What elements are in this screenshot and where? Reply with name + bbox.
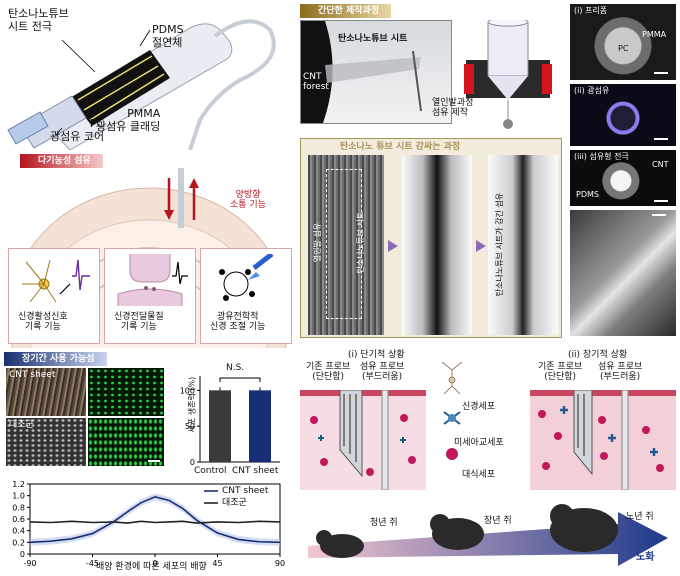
fiber-electrode-label: (iii) 섬유형 전극 <box>574 152 629 161</box>
alignment-y-tick-label: 1.2 <box>12 480 25 489</box>
optogenetics-icon <box>219 254 274 301</box>
viability-y-tick-label: 100 <box>180 386 195 395</box>
alignment-x-tick-label: -90 <box>23 559 36 568</box>
control-fluorescence-photo <box>88 418 164 466</box>
cnt-sheet-photo-label: 탄소나노튜브 시트 <box>338 34 408 44</box>
cnt-sheet-culture-photo <box>6 368 86 416</box>
wrap-step-2-photo <box>402 155 472 335</box>
viability-bar <box>249 390 271 462</box>
cnt-micro-label: CNT <box>652 160 669 169</box>
optogenetics-box <box>200 248 292 344</box>
drawn-fiber-label: 열인발 섬유 <box>313 222 323 263</box>
optical-fiber-label: (ii) 광섬유 <box>574 86 610 95</box>
pdms-insulator-label: PDMS 절연체 <box>152 23 184 49</box>
wrap-step-1-photo <box>308 155 384 335</box>
alignment-xlabel: 배양 환경에 따른 세포의 배향 <box>96 562 207 572</box>
control-culture-photo <box>6 418 86 466</box>
fiber-electrode-micrograph <box>570 150 676 206</box>
alignment-x-tick-label: 90 <box>275 559 285 568</box>
viability-ylabel: 세포 생존력 (%) <box>187 376 197 433</box>
wrap-arrow-2 <box>476 240 486 252</box>
bidirectional-label: 양방향 소통 기능 <box>230 190 266 211</box>
control-row-label: 대조군 <box>9 420 34 430</box>
neurotransmitter-label: 신경전달물질 기록 기능 <box>114 312 164 333</box>
aging-arrow <box>308 504 668 566</box>
neuron-legend-label: 신경세포 <box>462 402 496 412</box>
pdms-micro-label: PDMS <box>576 190 599 199</box>
preform-micrograph <box>570 4 676 80</box>
optical-fiber-micrograph <box>570 84 676 146</box>
wrap-arrow-1 <box>388 240 398 252</box>
alignment-x-tick-label: -45 <box>86 559 99 568</box>
short-term-tissue <box>300 390 426 490</box>
viability-y-tick-label: 50 <box>185 422 195 431</box>
recording-label: 신경활성신호 기록 기능 <box>18 312 68 333</box>
viability-bar <box>209 390 231 462</box>
pmma-cladding-label: PMMA 광섬유 클래딩 <box>96 107 161 133</box>
scale-bar <box>654 200 668 202</box>
long-term-title: (ii) 장기적 상황 <box>568 350 628 360</box>
cnt-sheet-vertical-label: 탄소나노튜브 시트 <box>356 211 366 274</box>
cnt-fiber-sem <box>570 210 676 336</box>
short-term-title: (i) 단기적 상황 <box>348 350 405 360</box>
longterm-tag: 장기간 사용 가능성 <box>4 352 107 366</box>
alignment-y-tick-label: 0.6 <box>12 515 25 524</box>
viability-x-label-cnt: CNT sheet <box>232 466 279 476</box>
ns-label: N.S. <box>226 363 245 373</box>
pmma-micro-label: PMMA <box>642 30 667 39</box>
conventional-probe-label-left: 기존 프로브 (단단함) <box>306 362 351 383</box>
cnt-sheet-electrode-label: 탄소나노튜브 시트 전극 <box>8 7 69 33</box>
alignment-y-tick-label: 1.0 <box>12 492 25 501</box>
fiber-probe-label-left: 섬유 프로브 (부드러움) <box>360 362 405 383</box>
fiber-schematic <box>7 19 276 150</box>
alignment-chart: -90 -45 0 45 90 0 0.2 0.4 0.6 0.8 1.0 1.2 <box>12 480 285 568</box>
wrapping-process-title: 탄소나노 튜브 시트 감싸는 과정 <box>340 142 461 152</box>
alignment-y-tick-label: 0 <box>20 550 25 559</box>
recording-box <box>8 248 100 344</box>
macrophage-legend-label: 대식세포 <box>462 470 496 480</box>
preform-label: (i) 프리폼 <box>574 6 608 15</box>
multifunction-tag: 다기능성 섬유 <box>20 154 103 168</box>
cnt-forest-label: CNT forest <box>303 72 329 93</box>
alignment-y-tick-label: 0.2 <box>12 538 25 547</box>
scale-bar <box>654 138 668 140</box>
legend-cnt-label: CNT sheet <box>222 486 269 496</box>
long-term-tissue <box>530 390 676 490</box>
thermal-draw-label: 열인발과정 섬유 제작 <box>432 98 474 119</box>
microglia-legend-label: 미세아교세포 <box>454 438 504 448</box>
optogenetics-label: 광유전학적 신경 조절 기능 <box>210 312 266 333</box>
viability-y-tick-label: 0 <box>190 458 195 467</box>
fabrication-tag: 간단한 제작과정 <box>300 4 392 18</box>
scale-bar <box>652 214 666 216</box>
fiber-probe-label-right: 섬유 프로브 (부드러움) <box>598 362 643 383</box>
cnt-sheet-fluorescence-photo <box>88 368 164 416</box>
alignment-x-tick-label: 45 <box>212 559 222 568</box>
scale-bar <box>148 460 160 462</box>
alignment-y-tick-label: 0.4 <box>12 527 25 536</box>
ns-bracket <box>219 377 261 382</box>
alignment-y-tick-label: 0.8 <box>12 503 25 512</box>
cnt-forest-photo <box>300 20 452 124</box>
wrap-step-3-photo <box>488 155 558 335</box>
cnt-sheet-row-label: CNT sheet <box>9 370 56 380</box>
adult-mouse-label: 장년 쥐 <box>484 516 512 526</box>
old-mouse-label: 노년 쥐 <box>626 512 654 522</box>
viability-x-label-control: Control <box>194 466 227 476</box>
cnt-sheet-line <box>29 495 281 544</box>
viability-chart: 0 50 100 <box>180 376 280 467</box>
young-mouse-label: 청년 쥐 <box>370 518 398 528</box>
alignment-x-tick-label: 0 <box>152 559 157 568</box>
pc-micro-label: PC <box>618 44 629 53</box>
neuron-icon <box>22 259 90 303</box>
control-line <box>29 520 281 524</box>
synapse-icon <box>117 254 188 306</box>
cell-legend-icons <box>441 362 463 460</box>
aging-arrow-label: 노화 <box>636 552 655 563</box>
wrapped-fiber-label: 탄소나노튜브 시트가 감긴 섬유 <box>495 192 505 297</box>
pc-core-label: PC 광섬유 코어 <box>50 117 105 143</box>
legend-control-label: 대조군 <box>222 498 247 508</box>
draw-tower <box>464 20 552 129</box>
conventional-probe-label-right: 기존 프로브 (단단함) <box>538 362 583 383</box>
scale-bar <box>654 72 668 74</box>
